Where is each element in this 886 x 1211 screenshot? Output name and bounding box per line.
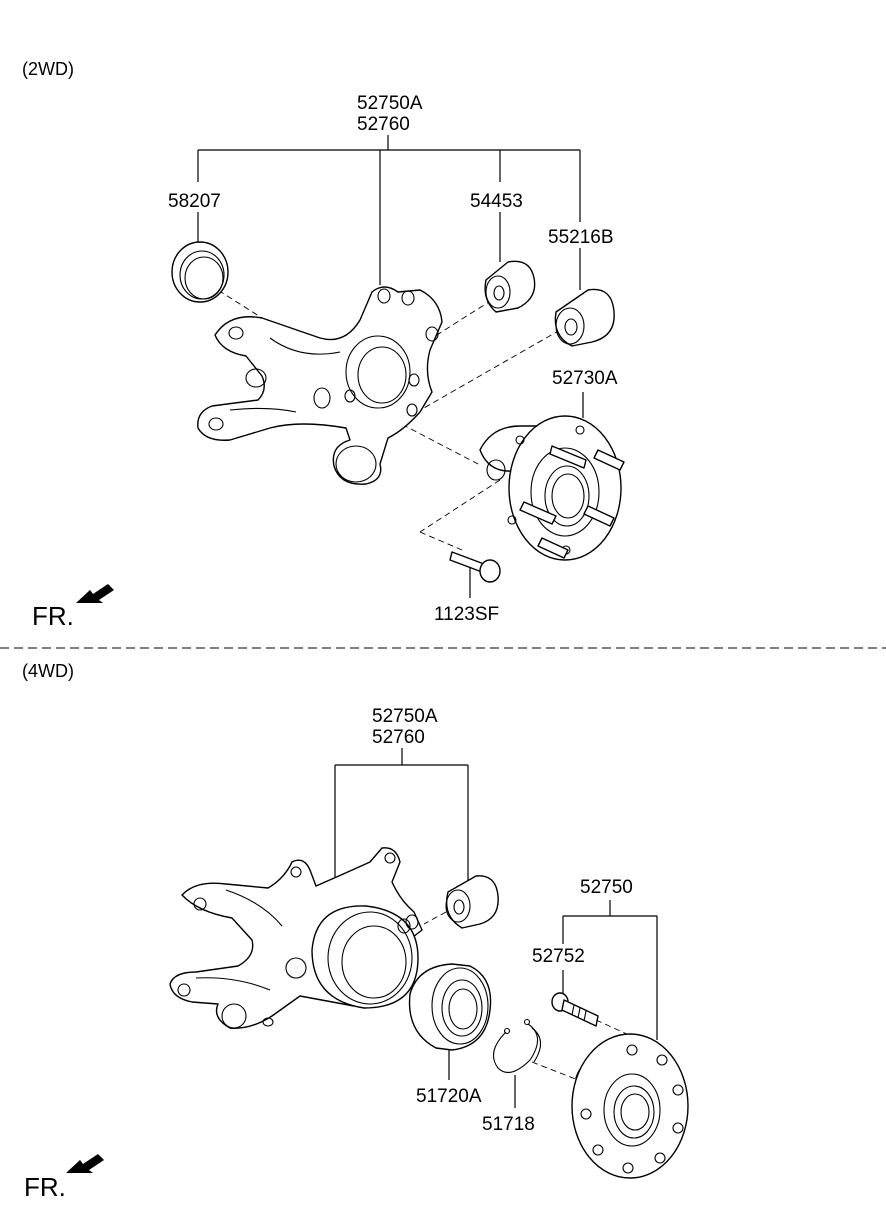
fr-indicator-2wd: FR. [32, 584, 114, 631]
label-51720a: 51720A [416, 1086, 482, 1107]
label-58207: 58207 [168, 191, 221, 212]
bolt-1123sf [449, 551, 501, 583]
hub-52750 [571, 1033, 689, 1179]
leader-lines-4wd [334, 748, 658, 1108]
bushing-55216b [554, 288, 615, 347]
fr-label-2wd: FR. [32, 601, 74, 631]
section-title-2wd: (2WD) [22, 59, 74, 79]
label-52760-4wd: 52760 [372, 727, 425, 748]
fr-indicator-4wd: FR. [24, 1154, 104, 1202]
bushing-4wd [445, 875, 499, 929]
label-52750: 52750 [580, 877, 633, 898]
hub-52730a [479, 415, 625, 561]
label-52752: 52752 [532, 946, 585, 967]
knuckle-4wd [169, 847, 423, 1029]
label-52730a: 52730A [552, 368, 618, 389]
fr-arrow-icon-4wd [66, 1154, 104, 1173]
label-55216b: 55216B [548, 227, 614, 248]
knuckle-2wd [197, 286, 443, 485]
fr-label-4wd: FR. [24, 1172, 66, 1202]
label-52760-2wd: 52760 [357, 114, 410, 135]
snap-ring-51718 [492, 1018, 542, 1074]
bushing-54453 [484, 260, 536, 313]
bearing-51720a [408, 963, 492, 1051]
label-51718: 51718 [482, 1114, 535, 1135]
label-54453: 54453 [470, 191, 523, 212]
dust-cover-58207 [171, 241, 229, 303]
label-52750a-4wd: 52750A [372, 706, 438, 727]
hub-bolt-52752 [551, 992, 599, 1027]
label-1123sf: 1123SF [434, 604, 499, 625]
label-52750a-2wd: 52750A [357, 93, 423, 114]
fr-arrow-icon-2wd [76, 584, 114, 603]
section-title-4wd: (4WD) [22, 661, 74, 681]
